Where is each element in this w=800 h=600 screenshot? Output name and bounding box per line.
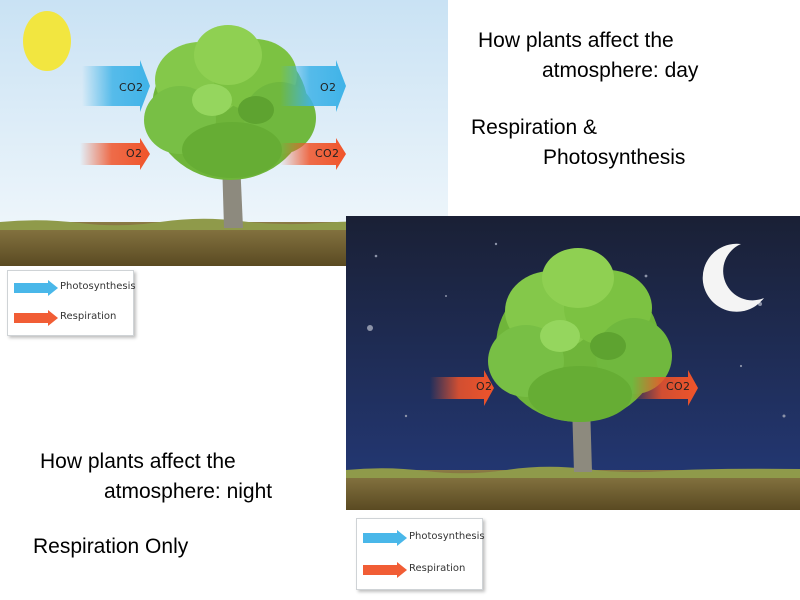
- respiration-arrow-icon: [363, 562, 407, 578]
- day-title-line2: atmosphere: day: [542, 58, 699, 82]
- o2-out-label: O2: [320, 81, 337, 94]
- night-process-line1: Respiration Only: [33, 535, 189, 558]
- legend-row-photosynthesis: Photosynthesis: [357, 527, 485, 549]
- photosynthesis-arrow-icon: [14, 280, 58, 296]
- photosynthesis-arrow-icon: [363, 530, 407, 546]
- night-co2-out-label: CO2: [666, 380, 691, 393]
- night-title-line2: atmosphere: night: [104, 479, 273, 503]
- sun-icon: [23, 11, 71, 71]
- night-legend: Photosynthesis Respiration: [356, 518, 485, 590]
- day-illustration: [0, 0, 448, 266]
- legend-photosynthesis-label: Photosynthesis: [409, 531, 485, 542]
- co2-out-arrow: [280, 138, 346, 170]
- night-grass: [346, 466, 800, 478]
- co2-in-label: CO2: [119, 81, 144, 94]
- night-title: How plants affect the atmosphere: night: [40, 447, 272, 507]
- day-tree-foliage: [144, 25, 316, 180]
- night-scene: O2 CO2: [346, 216, 800, 510]
- day-process-line1: Respiration &: [471, 116, 598, 139]
- day-process: Respiration & Photosynthesis: [471, 113, 685, 173]
- legend-row-respiration: Respiration: [8, 307, 133, 329]
- night-process: Respiration Only: [33, 532, 188, 562]
- co2-in-arrow: [82, 60, 150, 112]
- legend-photosynthesis-label: Photosynthesis: [60, 281, 136, 292]
- moon-icon: [702, 243, 764, 312]
- day-scene: CO2 O2 O2 CO2: [0, 0, 448, 266]
- co2-out-label: CO2: [315, 147, 340, 160]
- day-title-line1: How plants affect the: [478, 29, 674, 52]
- night-tree-foliage: [488, 248, 672, 422]
- respiration-arrow-icon: [14, 310, 58, 326]
- legend-row-respiration: Respiration: [357, 559, 482, 581]
- legend-respiration-label: Respiration: [409, 563, 466, 574]
- day-process-line2: Photosynthesis: [543, 145, 686, 169]
- day-title: How plants affect the atmosphere: day: [478, 26, 698, 86]
- night-illustration: [346, 216, 800, 510]
- night-o2-in-label: O2: [476, 380, 493, 393]
- night-title-line1: How plants affect the: [40, 450, 236, 473]
- legend-respiration-label: Respiration: [60, 311, 117, 322]
- o2-out-arrow: [280, 60, 346, 112]
- night-o2-in-arrow: [430, 370, 494, 406]
- night-co2-out-arrow: [632, 370, 698, 406]
- day-legend: Photosynthesis Respiration: [7, 270, 136, 336]
- o2-in-arrow: [80, 138, 150, 170]
- o2-in-label: O2: [126, 147, 143, 160]
- stars: [367, 242, 786, 418]
- legend-row-photosynthesis: Photosynthesis: [8, 277, 136, 299]
